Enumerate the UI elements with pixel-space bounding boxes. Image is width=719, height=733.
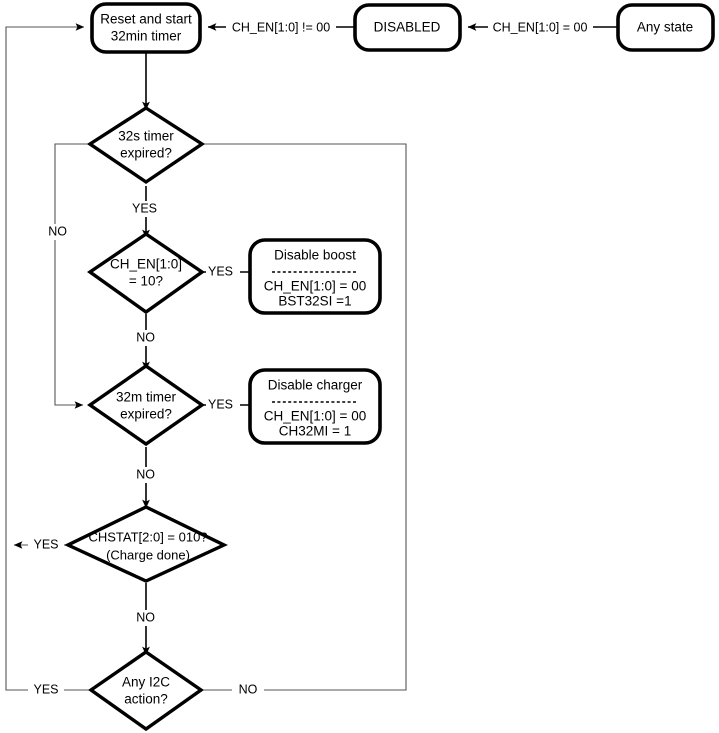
edge-label-i2c-no-bg — [232, 682, 264, 698]
edge-label-32s-no: NO — [40, 224, 70, 240]
node-disable-boost-line1: CH_EN[1:0] = 00 — [264, 279, 366, 294]
edge-label-chstat-no-bg — [124, 610, 156, 626]
edge-32s-no-bypass — [54, 143, 111, 409]
edge-label-i2c-no-text: NO — [239, 682, 258, 696]
node-32s-timer-expired-shape — [86, 105, 206, 185]
node-disable-charger-line1: CH_EN[1:0] = 00 — [264, 409, 366, 424]
edge-label-i2c-yes-bg — [28, 682, 64, 698]
edge-label-32m-yes: YES — [206, 397, 240, 413]
edge-label-chen-yes: YES — [206, 264, 240, 280]
edge-label-disabled-to-reset-text: CH_EN[1:0] != 00 — [232, 20, 330, 34]
edge-label-32s-no-bg — [40, 224, 70, 240]
edge-label-32m-yes-bg — [206, 397, 240, 413]
edge-label-chen-yes-bg — [206, 264, 240, 280]
node-ch-en-equals-10-line2: = 10? — [129, 274, 163, 289]
node-disabled-box — [353, 3, 462, 52]
edge-label-chstat-no: NO — [124, 610, 156, 626]
node-any-i2c-action-line1: Any I2C — [122, 675, 170, 690]
edge-label-anystate-to-disabled: CH_EN[1:0] = 00 — [488, 19, 593, 35]
node-chstat-charge-done[interactable]: CHSTAT[2:0] = 010? (Charge done) — [64, 505, 228, 583]
node-reset-and-start-line1: Reset and start — [100, 12, 192, 27]
edge-label-chen-no: NO — [124, 330, 156, 346]
edge-i2c-no-loopback — [181, 140, 407, 691]
node-reset-and-start-line2: 32min timer — [111, 29, 182, 44]
edge-label-chen-no-text: NO — [136, 330, 155, 344]
edge-label-32s-yes-text: YES — [132, 201, 157, 215]
node-any-state[interactable]: Any state — [616, 3, 715, 52]
node-chstat-charge-done-line2: (Charge done) — [106, 547, 190, 562]
node-32m-timer-expired-line2: expired? — [120, 407, 172, 422]
node-disable-boost-title: Disable boost — [274, 248, 356, 263]
node-disable-boost-box — [248, 238, 382, 315]
node-ch-en-equals-10[interactable]: CH_EN[1:0] = 10? — [87, 231, 205, 315]
node-any-state-label: Any state — [637, 20, 693, 35]
node-disable-charger-line2: CH32MI = 1 — [279, 424, 351, 439]
edge-label-anystate-to-disabled-bg — [488, 19, 593, 35]
node-chstat-charge-done-shape — [64, 505, 228, 583]
node-any-i2c-action-shape — [88, 649, 204, 732]
edge-label-32m-no: NO — [124, 467, 156, 483]
node-disable-boost-line2: BST32SI =1 — [278, 294, 351, 309]
node-disabled[interactable]: DISABLED — [353, 3, 462, 52]
node-disable-boost[interactable]: Disable boost CH_EN[1:0] = 00 BST32SI =1 — [248, 238, 382, 315]
edge-label-chstat-yes: YES — [28, 537, 64, 553]
node-ch-en-equals-10-line1: CH_EN[1:0] — [110, 257, 182, 272]
node-32s-timer-expired-line1: 32s timer — [118, 129, 174, 144]
node-disable-charger[interactable]: Disable charger CH_EN[1:0] = 00 CH32MI =… — [248, 368, 382, 445]
node-disable-charger-box — [248, 368, 382, 445]
edge-label-i2c-yes: YES — [28, 682, 64, 698]
edge-label-chstat-yes-bg — [28, 537, 64, 553]
edge-label-32m-no-bg — [124, 467, 156, 483]
edge-label-32s-yes-bg — [124, 201, 158, 217]
edge-label-disabled-to-reset-bg — [226, 19, 336, 35]
edge-label-chen-no-bg — [124, 330, 156, 346]
node-reset-and-start[interactable]: Reset and start 32min timer — [90, 2, 202, 54]
edge-label-i2c-no: NO — [232, 682, 264, 698]
node-32s-timer-expired[interactable]: 32s timer expired? — [86, 105, 206, 185]
node-disable-charger-title: Disable charger — [268, 378, 363, 393]
node-disabled-label: DISABLED — [374, 20, 441, 35]
edge-label-32s-no-text: NO — [48, 224, 67, 238]
node-any-state-box — [616, 3, 715, 52]
node-any-i2c-action[interactable]: Any I2C action? — [88, 649, 204, 732]
node-chstat-charge-done-line1: CHSTAT[2:0] = 010? — [88, 529, 207, 544]
edge-label-32m-no-text: NO — [136, 467, 155, 481]
edge-i2c-yes-loopback — [5, 23, 111, 691]
edge-label-32m-yes-text: YES — [208, 397, 233, 411]
edge-label-chstat-yes-text: YES — [33, 537, 58, 551]
node-reset-and-start-box — [90, 2, 202, 54]
edge-label-32s-yes: YES — [124, 201, 158, 217]
node-32m-timer-expired[interactable]: 32m timer expired? — [87, 363, 205, 447]
edge-label-anystate-to-disabled-text: CH_EN[1:0] = 00 — [493, 20, 588, 34]
node-32m-timer-expired-line1: 32m timer — [116, 390, 177, 405]
node-32s-timer-expired-line2: expired? — [120, 146, 172, 161]
edge-label-chen-yes-text: YES — [208, 264, 233, 278]
node-ch-en-equals-10-shape — [87, 231, 205, 315]
node-32m-timer-expired-shape — [87, 363, 205, 447]
node-any-i2c-action-line2: action? — [124, 692, 168, 707]
edge-label-i2c-yes-text: YES — [33, 682, 58, 696]
edge-label-chstat-no-text: NO — [136, 610, 155, 624]
edge-label-disabled-to-reset: CH_EN[1:0] != 00 — [226, 19, 336, 35]
